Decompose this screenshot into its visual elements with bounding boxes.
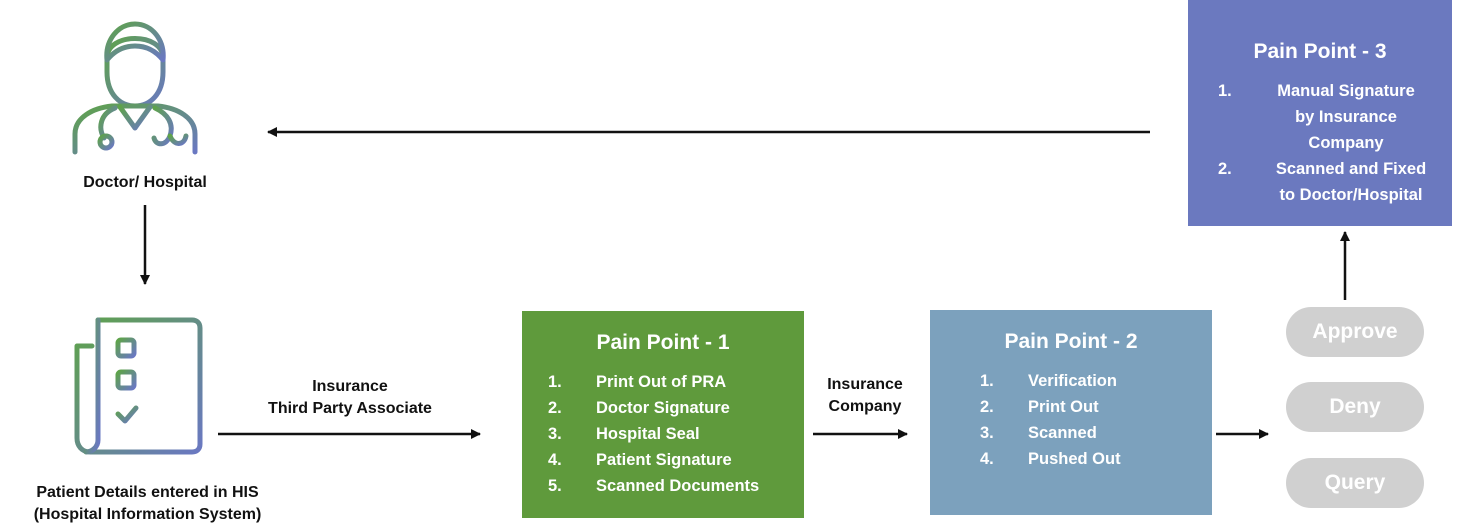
list-item: 2.Scanned and Fixed to Doctor/Hospital [1218, 160, 1427, 204]
list-item: 4.Patient Signature [548, 451, 732, 469]
list-item: 2.Print Out [980, 398, 1099, 416]
pain-point-2-box: Pain Point - 2 1.Verification 2.Print Ou… [930, 310, 1212, 515]
list-item: 2.Doctor Signature [548, 399, 730, 417]
pain-point-1-list: 1.Print Out of PRA 2.Doctor Signature 3.… [548, 369, 804, 499]
document-checklist-icon [74, 317, 203, 455]
approve-pill: Approve [1286, 307, 1424, 357]
patient-label-line2: (Hospital Information System) [33, 506, 262, 523]
pain-point-2-list: 1.Verification 2.Print Out 3.Scanned 4.P… [980, 368, 1212, 472]
pain-point-1-title: Pain Point - 1 [596, 331, 730, 354]
pain-point-3-list: 1.Manual Signature by Insurance Company … [1218, 78, 1438, 208]
query-pill: Query [1286, 458, 1424, 508]
list-item: 1.Verification [980, 372, 1117, 390]
doctor-icon [72, 21, 198, 155]
pain-point-3-box: Pain Point - 3 1.Manual Signature by Ins… [1188, 0, 1452, 226]
edge-label-third-party: Insurance Third Party Associate [250, 376, 450, 420]
list-item: 4.Pushed Out [980, 450, 1121, 468]
edge-label-third-party-line2: Third Party Associate [268, 400, 432, 417]
patient-label-line1: Patient Details entered in HIS [36, 484, 259, 501]
pain-point-2-title: Pain Point - 2 [1004, 330, 1138, 353]
list-item: 1.Print Out of PRA [548, 373, 727, 391]
edge-label-third-party-line1: Insurance [312, 378, 388, 395]
deny-pill: Deny [1286, 382, 1424, 432]
list-item: 3.Scanned [980, 424, 1097, 442]
list-item: 5.Scanned Documents [548, 477, 760, 495]
patient-details-label: Patient Details entered in HIS (Hospital… [0, 482, 295, 526]
edge-label-insurance-company-line2: Company [828, 398, 902, 415]
doctor-hospital-label: Doctor/ Hospital [83, 174, 207, 191]
list-item: 1.Manual Signature by Insurance Company [1218, 82, 1415, 152]
edge-label-insurance-company: Insurance Company [815, 374, 915, 418]
edge-label-insurance-company-line1: Insurance [827, 376, 903, 393]
pain-point-1-box: Pain Point - 1 1.Print Out of PRA 2.Doct… [522, 311, 804, 518]
pain-point-3-title: Pain Point - 3 [1253, 40, 1387, 63]
list-item: 3.Hospital Seal [548, 425, 700, 443]
